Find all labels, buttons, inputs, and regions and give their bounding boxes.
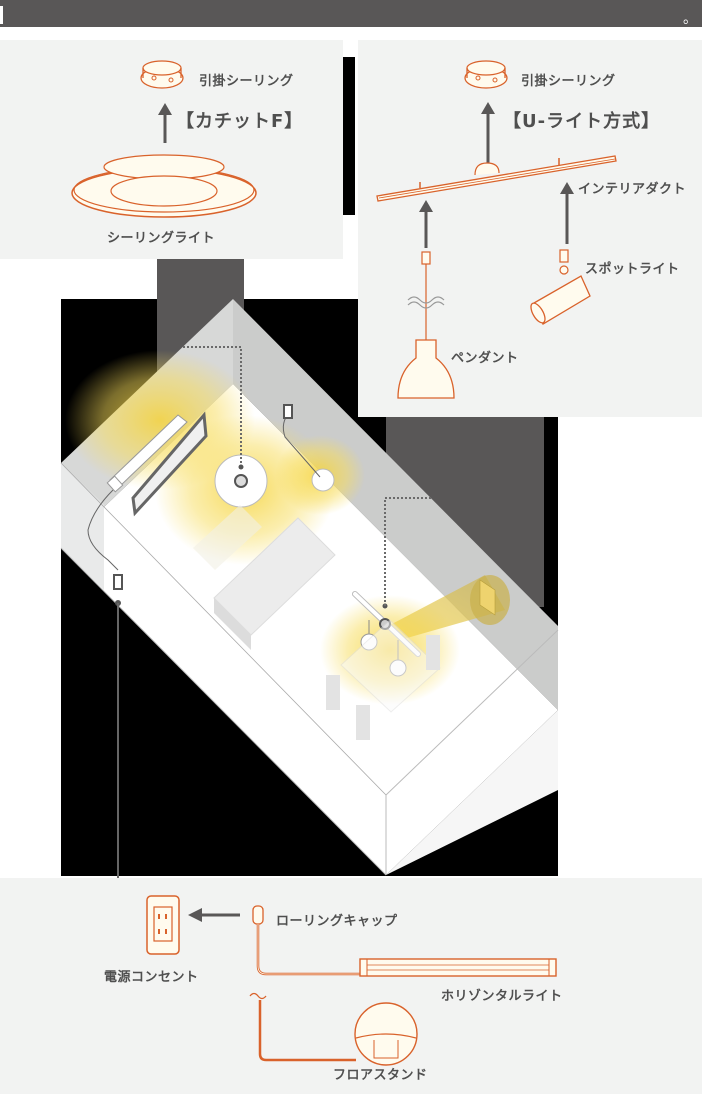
interior-duct-icon	[376, 155, 617, 202]
room-horizontal-light	[106, 414, 188, 493]
ceiling-rose-label: 引掛シーリング	[199, 74, 294, 89]
floor-label: フロアスタンド	[333, 1068, 428, 1083]
horizontal-label: ホリゾンタルライト	[441, 989, 563, 1004]
panel-duct-rail: 引掛シーリング 【U-ライト方式】 インテリアダクト ペンダント スポットライト	[358, 40, 702, 417]
title-bar: 。	[0, 0, 702, 27]
fixture-label: シーリングライト	[107, 231, 216, 246]
spot-label: スポットライト	[585, 262, 680, 277]
method-label: 【U-ライト方式】	[503, 111, 661, 132]
panel-ceiling-light: 引掛シーリング 【カチットF】 シーリングライト	[0, 40, 343, 259]
duct-label: インテリアダクト	[578, 182, 687, 197]
arrow-up-icon	[481, 102, 495, 164]
spotlight-icon	[530, 249, 591, 325]
method-label: 【カチットF】	[176, 111, 304, 132]
pendant-icon	[397, 251, 455, 399]
horizontal-light-icon	[359, 958, 557, 977]
title-fragment-right: 。	[683, 11, 697, 27]
panel-outlet: 電源コンセント ローリングキャップ ホリゾンタルライト フロアスタンド	[0, 878, 702, 1094]
rolling-cap-icon	[252, 905, 362, 976]
backdrop-top-mid	[341, 57, 355, 215]
ceiling-light-icon	[71, 154, 257, 218]
floor-stand-icon	[249, 992, 418, 1066]
outlet-label: 電源コンセント	[104, 970, 199, 985]
power-outlet-icon	[146, 895, 180, 955]
title-fragment-left	[0, 6, 8, 24]
pendant-label: ペンダント	[451, 351, 519, 366]
arrow-up-icon	[560, 182, 574, 244]
ceiling-rose-icon	[464, 60, 508, 89]
ceiling-rose-label: 引掛シーリング	[521, 74, 616, 89]
cap-label: ローリングキャップ	[276, 914, 398, 929]
arrow-up-icon	[158, 103, 172, 143]
arrow-up-icon	[419, 200, 433, 248]
arrow-left-icon	[188, 908, 240, 922]
ceiling-rose-icon	[140, 60, 184, 89]
